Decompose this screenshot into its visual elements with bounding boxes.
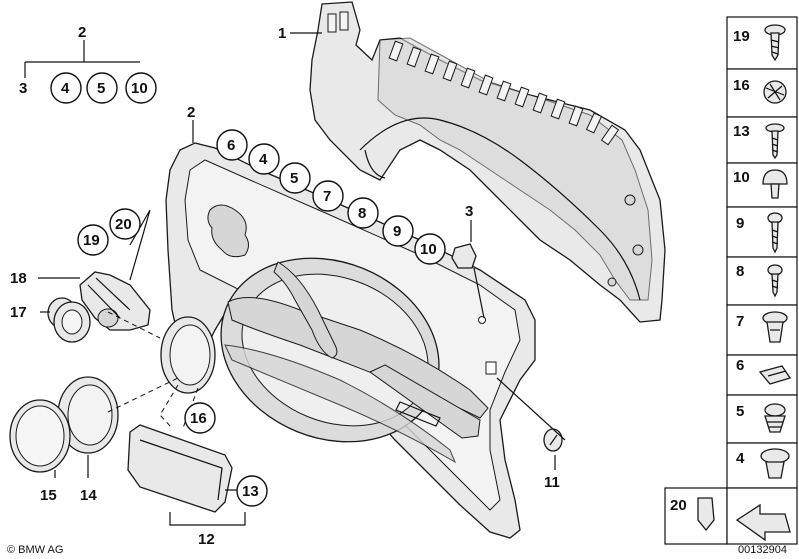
callout-17: 17 xyxy=(10,304,27,321)
speaker-ring-part-14 xyxy=(57,376,119,454)
callout-14: 14 xyxy=(80,487,97,504)
clip-5-icon xyxy=(764,403,786,433)
callout-16: 16 xyxy=(190,410,207,427)
speaker-cover-part-15 xyxy=(9,399,71,473)
legend-label-5: 8 xyxy=(736,263,744,280)
callout-10-top: 10 xyxy=(131,80,148,97)
arrow-icon xyxy=(735,503,791,542)
door-carrier-part-1 xyxy=(309,1,666,323)
legend-label-3: 10 xyxy=(733,169,750,186)
legend-label-4: 9 xyxy=(736,215,744,232)
legend-label-7: 6 xyxy=(736,357,744,374)
legend-label-2: 13 xyxy=(733,123,750,140)
legend-label-1: 16 xyxy=(733,77,750,94)
legend-label-20: 20 xyxy=(670,497,687,514)
clip-20-icon xyxy=(697,497,715,532)
clip-4-icon xyxy=(760,448,790,479)
handle-bracket-part-18 xyxy=(79,271,151,331)
legend-label-0: 19 xyxy=(733,28,750,45)
callout-20: 20 xyxy=(115,216,132,233)
door-trim-panel-part-2 xyxy=(165,142,536,539)
door-pocket-part-12 xyxy=(127,424,233,513)
screw-9-icon xyxy=(767,212,783,254)
legend-label-8: 5 xyxy=(736,403,744,420)
callout-15: 15 xyxy=(40,487,57,504)
callout-5: 5 xyxy=(290,170,298,187)
callout-4: 4 xyxy=(259,151,268,168)
callout-3-mid: 3 xyxy=(465,203,473,220)
callout-12: 12 xyxy=(198,531,215,548)
legend-label-6: 7 xyxy=(736,313,744,330)
speaker-grille-part-17 xyxy=(47,297,91,343)
callout-11: 11 xyxy=(544,474,560,491)
leader-lines xyxy=(24,32,566,526)
callout-7: 7 xyxy=(323,188,331,205)
clip-part-3 xyxy=(451,243,477,269)
fastener-legend: 19 16 13 10 9 8 7 6 5 4 xyxy=(664,16,798,545)
callout-2-main: 2 xyxy=(187,104,195,121)
speaker-ring-part-16 xyxy=(160,316,216,394)
image-number: 00132904 xyxy=(738,544,787,556)
clip-7-icon xyxy=(762,311,788,343)
callout-4-top: 4 xyxy=(61,80,70,97)
callout-6: 6 xyxy=(227,137,235,154)
callout-18: 18 xyxy=(10,270,27,287)
clip-6-icon xyxy=(758,365,792,385)
callout-9: 9 xyxy=(393,223,401,240)
legend-label-9: 4 xyxy=(736,450,745,467)
screw-8-icon xyxy=(767,264,783,298)
callout-8: 8 xyxy=(358,205,366,222)
callout-5-top: 5 xyxy=(97,80,105,97)
screw-13-icon xyxy=(765,123,785,160)
callout-19: 19 xyxy=(83,232,100,249)
callout-13: 13 xyxy=(242,483,259,500)
nut-16-icon xyxy=(763,80,787,104)
callout-3-left: 3 xyxy=(19,80,27,97)
callout-2-top: 2 xyxy=(78,24,86,41)
copyright-text: © BMW AG xyxy=(7,544,63,556)
callout-1: 1 xyxy=(278,25,286,42)
callouts: 1 2 3 4 5 10 2 6 4 5 7 8 9 10 3 20 19 18… xyxy=(10,24,560,548)
callout-10: 10 xyxy=(420,241,437,258)
screw-19-icon xyxy=(764,24,786,62)
plug-10-icon xyxy=(762,169,788,199)
